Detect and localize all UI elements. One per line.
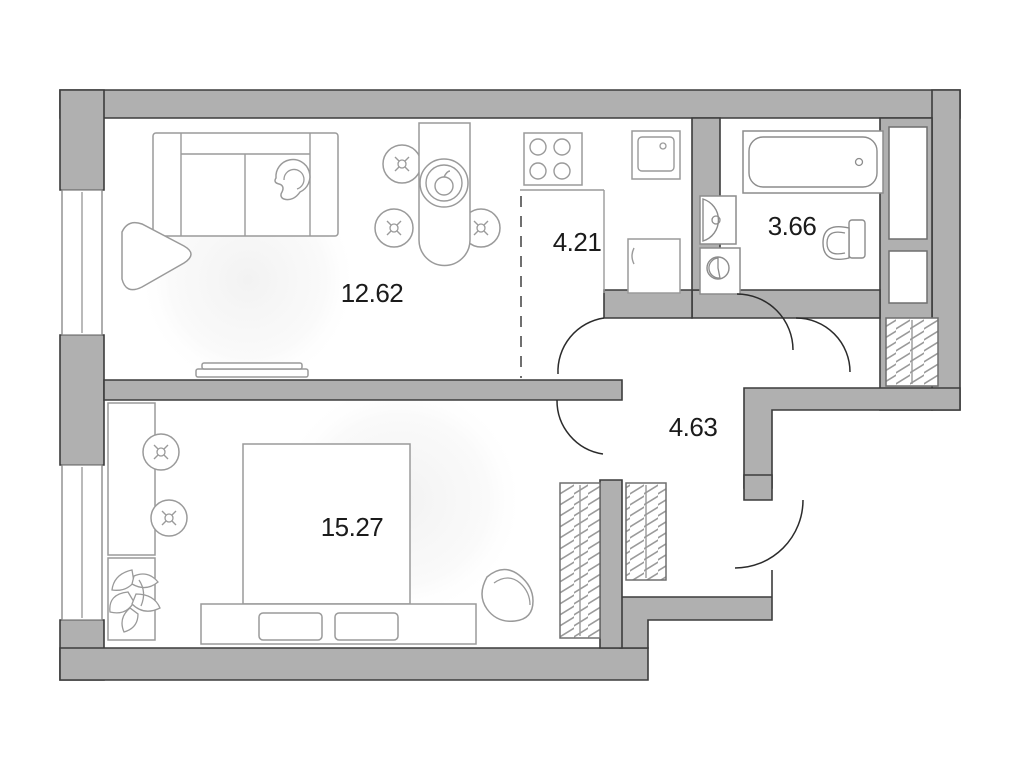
room-label-hallway: 4.63 <box>669 412 718 442</box>
bedroom-furniture <box>107 402 534 645</box>
washing-machine <box>699 247 741 295</box>
window-layer <box>61 189 103 621</box>
hall-closet-door <box>795 317 851 373</box>
wall-hall-right <box>743 387 961 489</box>
wall-bedroom-right <box>599 479 623 649</box>
wall-envelope-top <box>59 89 961 119</box>
room-label-layer: 12.62 4.21 3.66 4.63 15.27 <box>321 211 817 542</box>
wall-kitchen-bottom <box>603 289 693 319</box>
dining-set <box>374 122 501 267</box>
cushion <box>274 158 311 201</box>
room-label-kitchen: 4.21 <box>553 227 602 257</box>
kitchen-fixtures <box>520 130 681 294</box>
bedroom-armchair <box>481 568 534 622</box>
bathroom-door <box>736 293 794 351</box>
living-room-door <box>556 399 604 455</box>
refrigerator <box>627 238 681 294</box>
fruit-bowl <box>419 158 469 208</box>
bed <box>242 443 411 605</box>
door-layer <box>556 293 851 569</box>
desk <box>107 402 156 556</box>
wall-hall-bottom-step <box>619 570 773 649</box>
armchair <box>121 221 192 291</box>
room-label-bathroom: 3.66 <box>768 211 817 241</box>
toilet <box>822 219 866 261</box>
room-label-bedroom: 15.27 <box>321 512 384 542</box>
wall-left-upper <box>59 89 105 191</box>
cooktop <box>523 132 583 186</box>
bench-cushion <box>334 612 399 641</box>
entry-door <box>734 499 804 569</box>
bench-cushion <box>258 612 323 641</box>
living-room-furniture <box>121 132 339 378</box>
potted-plant <box>109 569 161 633</box>
wardrobe-entry-lower <box>888 250 928 304</box>
kitchen-door <box>557 317 605 375</box>
bathtub <box>742 130 884 194</box>
bathroom-fixtures <box>699 130 884 295</box>
room-label-living-room: 12.62 <box>341 278 404 308</box>
wall-living-bedroom-divider <box>103 379 623 401</box>
wall-bottom <box>59 647 649 681</box>
wardrobe-layer <box>559 126 939 639</box>
tv-shelf <box>201 362 303 370</box>
coffee-table <box>195 368 309 378</box>
wardrobe-entry-upper <box>888 126 928 240</box>
wall-hall-right-nub <box>743 474 773 501</box>
wall-left-mid <box>59 334 105 466</box>
